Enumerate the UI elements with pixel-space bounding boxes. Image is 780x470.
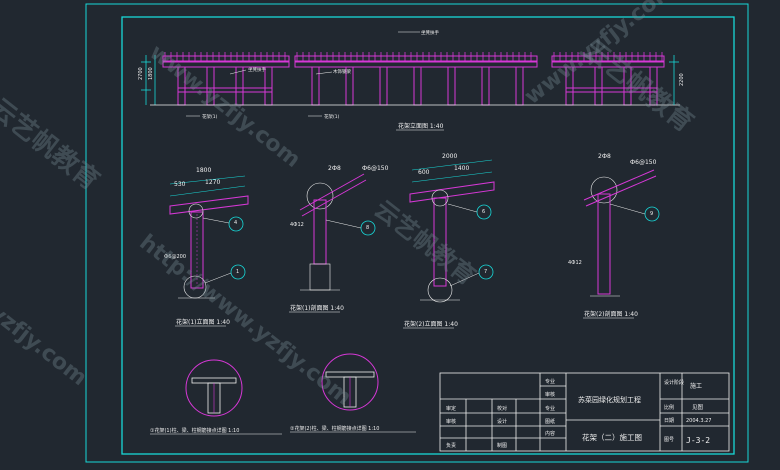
node-detail-2: ②花架(2)柱、梁、柱钢筋接点详图 1:10	[290, 353, 416, 433]
tb-r-value-0: 施工	[690, 382, 702, 390]
elev-label-col: 花架(1)	[324, 113, 340, 120]
detail-4-dim-top: 2Ф8	[598, 153, 611, 160]
detail-1: 1800 530 1270 4 1 Ф6@200 花架(1)立面图 1:40	[164, 167, 249, 327]
detail-2: 2Ф8 Ф6@150 4Ф12 8 花架(1)剖面图 1:40	[289, 165, 389, 313]
node-1-title: ①花架(1)柱、梁、柱钢筋接点详图 1:10	[150, 427, 239, 434]
detail-4-title: 花架(2)剖面图 1:40	[584, 310, 638, 318]
title-block	[439, 372, 730, 452]
detail-2-callout: 8	[366, 225, 369, 231]
title-block-text: 审定 审核 负责 校对 设计 制图 专业 审核 专业 图纸 内容 苏菜园绿化规划…	[446, 378, 711, 449]
detail-3-callout-b: 7	[484, 269, 487, 275]
tb-stamp-3: 图纸	[545, 418, 555, 425]
detail-3-dim-a: 600	[418, 169, 430, 176]
tb-stamp-1: 审核	[545, 391, 555, 398]
detail-3-callout-a: 6	[482, 209, 485, 215]
elev-label-left: 花架(1)	[202, 113, 218, 120]
detail-1-callout-b: 1	[236, 269, 239, 275]
inner-frame	[121, 16, 735, 455]
detail-1-callout-a: 4	[234, 220, 237, 226]
node-detail-1: ①花架(1)柱、梁、柱钢筋接点详图 1:10	[150, 359, 282, 435]
detail-3-dim-total: 2000	[442, 153, 457, 160]
detail-4-callout: 9	[650, 211, 653, 217]
tb-r-value-3: J-3-2	[686, 436, 710, 445]
detail-3-title: 花架(2)立面图 1:40	[404, 320, 458, 328]
pergola-left	[162, 55, 290, 106]
tb-project: 苏菜园绿化规划工程	[578, 395, 641, 404]
tb-left-2: 负责	[446, 442, 456, 449]
detail-4-dim-rebar: Ф6@150	[630, 159, 657, 166]
detail-1-dim-b: 1270	[205, 179, 220, 186]
outer-frame	[85, 3, 749, 463]
tb-stamp-4: 内容	[545, 430, 555, 437]
elev-label-beam: 木饰钢梁	[333, 68, 351, 75]
detail-1-note: Ф6@200	[164, 254, 186, 260]
tb-r-value-2: 2004.3.27	[686, 418, 711, 424]
pergola-right	[551, 55, 665, 106]
tb-r-label-0: 设计阶段	[664, 379, 684, 386]
tb-mid-0: 校对	[497, 405, 507, 412]
tb-r-value-1: 见图	[692, 403, 704, 411]
elevation-view: 2700 1800	[138, 29, 685, 131]
tb-mid-1: 设计	[497, 418, 507, 425]
detail-2-title: 花架(1)剖面图 1:40	[290, 304, 344, 312]
elev-dim-1: 2700	[138, 67, 144, 80]
detail-2-dim-top: 2Ф8	[328, 165, 341, 172]
detail-1-title: 花架(1)立面图 1:40	[176, 318, 230, 326]
detail-2-note: 4Ф12	[290, 222, 304, 228]
tb-mid-2: 制图	[497, 442, 507, 449]
detail-4-note: 4Ф12	[568, 260, 582, 266]
tb-r-label-2: 日期	[664, 418, 674, 424]
elev-label-top: 坐凳扶手	[421, 29, 439, 36]
tb-left-1: 审核	[446, 418, 456, 425]
tb-stamp-2: 专业	[545, 405, 555, 412]
detail-1-dim-total: 1800	[196, 167, 211, 174]
node-2-title: ②花架(2)柱、梁、柱钢筋接点详图 1:10	[290, 425, 379, 432]
detail-3-dim-b: 1400	[454, 165, 469, 172]
detail-2-dim-rebar: Ф6@150	[362, 165, 389, 172]
tb-r-label-1: 比例	[664, 404, 674, 411]
tb-stamp-0: 专业	[545, 378, 555, 385]
detail-4: 2Ф8 Ф6@150 4Ф12 9 花架(2)剖面图 1:40	[568, 153, 660, 319]
detail-3: 2000 600 1400 6 7 花架(2)立面图 1:40	[403, 153, 495, 329]
elevation-title: 花架立面图 1:40	[398, 122, 444, 130]
detail-1-dim-a: 530	[174, 181, 186, 188]
tb-drawing-name: 花架（二）施工图	[582, 432, 642, 442]
tb-left-0: 审定	[446, 405, 456, 412]
tb-r-label-3: 图号	[664, 437, 674, 443]
pergola-middle	[294, 55, 538, 106]
elev-dim-right: 2200	[679, 73, 685, 86]
elev-label-seat: 坐凳扶手	[248, 66, 266, 73]
elev-dim-2: 1800	[148, 67, 154, 80]
